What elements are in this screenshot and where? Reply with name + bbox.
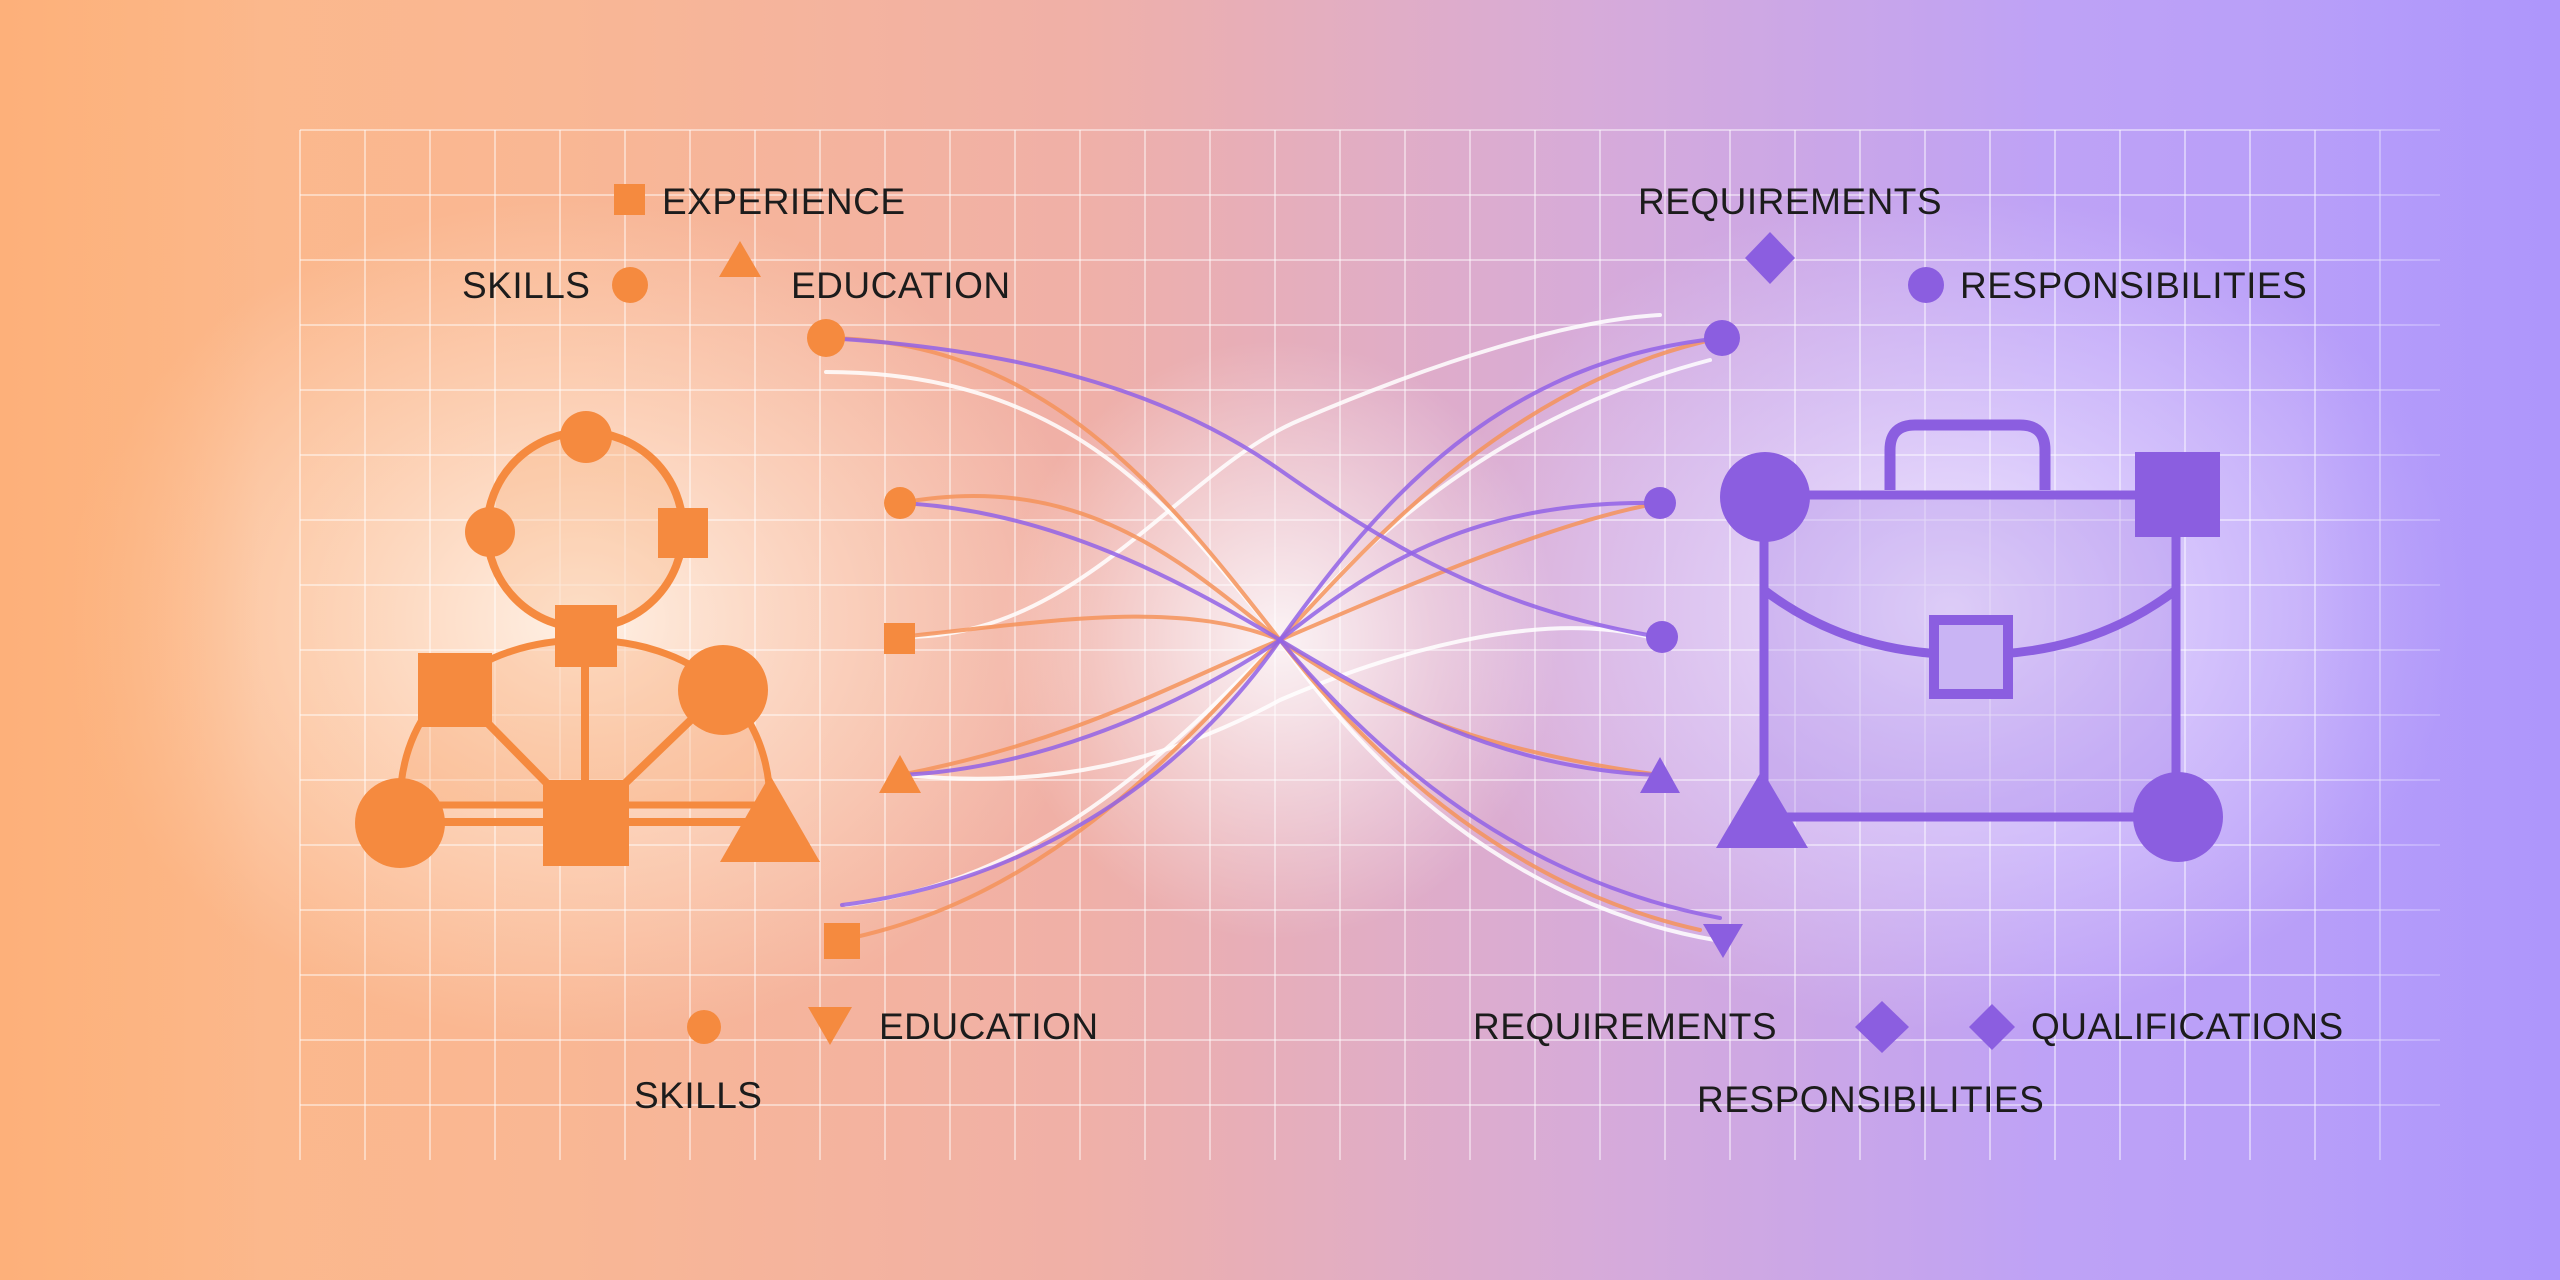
job-label-markers — [1745, 232, 2015, 1053]
endpoint-circle — [1646, 621, 1678, 653]
qualifications-diamond-icon — [1969, 1004, 2015, 1050]
endpoint-triangle — [879, 755, 921, 793]
network-node-circle — [678, 645, 768, 735]
right-vignette — [2300, 0, 2560, 1280]
label-qualifications: QUALIFICATIONS — [2031, 1006, 2344, 1047]
endpoint-triangle — [1640, 757, 1680, 793]
network-node-square — [543, 780, 629, 866]
candidate-endpoints — [807, 319, 921, 959]
network-node-square — [418, 653, 492, 727]
briefcase-clasp — [1929, 615, 2013, 699]
label-responsibilities-top: RESPONSIBILITIES — [1960, 265, 2308, 306]
requirements-diamond-icon — [1745, 232, 1795, 284]
network-nodes — [355, 411, 820, 868]
left-vignette — [0, 0, 260, 1280]
label-skills-bottom: SKILLS — [634, 1075, 763, 1116]
connection-line — [824, 336, 1662, 639]
endpoint-circle — [1644, 487, 1676, 519]
endpoint-circle — [884, 487, 916, 519]
job-endpoints — [1640, 320, 1743, 958]
label-skills-top: SKILLS — [462, 265, 591, 306]
connection-lines — [824, 313, 1724, 942]
endpoint-inverted-triangle — [1703, 924, 1743, 958]
network-node-circle — [355, 778, 445, 868]
label-education-bottom: EDUCATION — [879, 1006, 1099, 1047]
corner-node-circle — [1720, 452, 1810, 542]
corner-node-square — [2135, 452, 2220, 537]
skills-circle-icon — [612, 267, 648, 303]
education-triangle-icon — [719, 241, 761, 277]
connection-line — [1278, 638, 1722, 920]
network-node-square — [555, 605, 617, 667]
network-node-circle — [560, 411, 612, 463]
education-inverted-triangle-icon — [808, 1007, 852, 1045]
network-node-square — [658, 508, 708, 558]
label-requirements-bottom: REQUIREMENTS — [1473, 1006, 1778, 1047]
requirements-diamond-icon — [1855, 1001, 1909, 1053]
label-education-top: EDUCATION — [791, 265, 1011, 306]
briefcase-handle — [1884, 419, 2051, 490]
experience-square-icon — [614, 184, 645, 215]
connection-line — [898, 313, 1662, 640]
network-node-triangle — [720, 775, 820, 862]
responsibilities-circle-icon — [1908, 267, 1944, 303]
briefcase-corner-nodes — [1716, 452, 2223, 862]
endpoint-square — [824, 923, 860, 959]
network-node-circle — [465, 507, 515, 557]
briefcase-icon — [1716, 419, 2223, 862]
endpoint-circle — [807, 319, 845, 357]
person-network-icon — [355, 411, 820, 868]
connection-line — [898, 614, 1282, 642]
candidate-label-markers — [612, 184, 852, 1045]
connection-line — [903, 626, 1662, 781]
job-connections — [824, 336, 1724, 920]
corner-node-circle — [2133, 772, 2223, 862]
endpoint-circle — [1704, 320, 1740, 356]
label-responsibilities-bottom: RESPONSIBILITIES — [1697, 1079, 2045, 1120]
label-requirements-top: REQUIREMENTS — [1638, 181, 1943, 222]
skills-circle-icon — [687, 1010, 721, 1044]
endpoint-square — [884, 623, 915, 654]
label-experience: EXPERIENCE — [662, 181, 906, 222]
corner-node-triangle — [1716, 770, 1808, 848]
